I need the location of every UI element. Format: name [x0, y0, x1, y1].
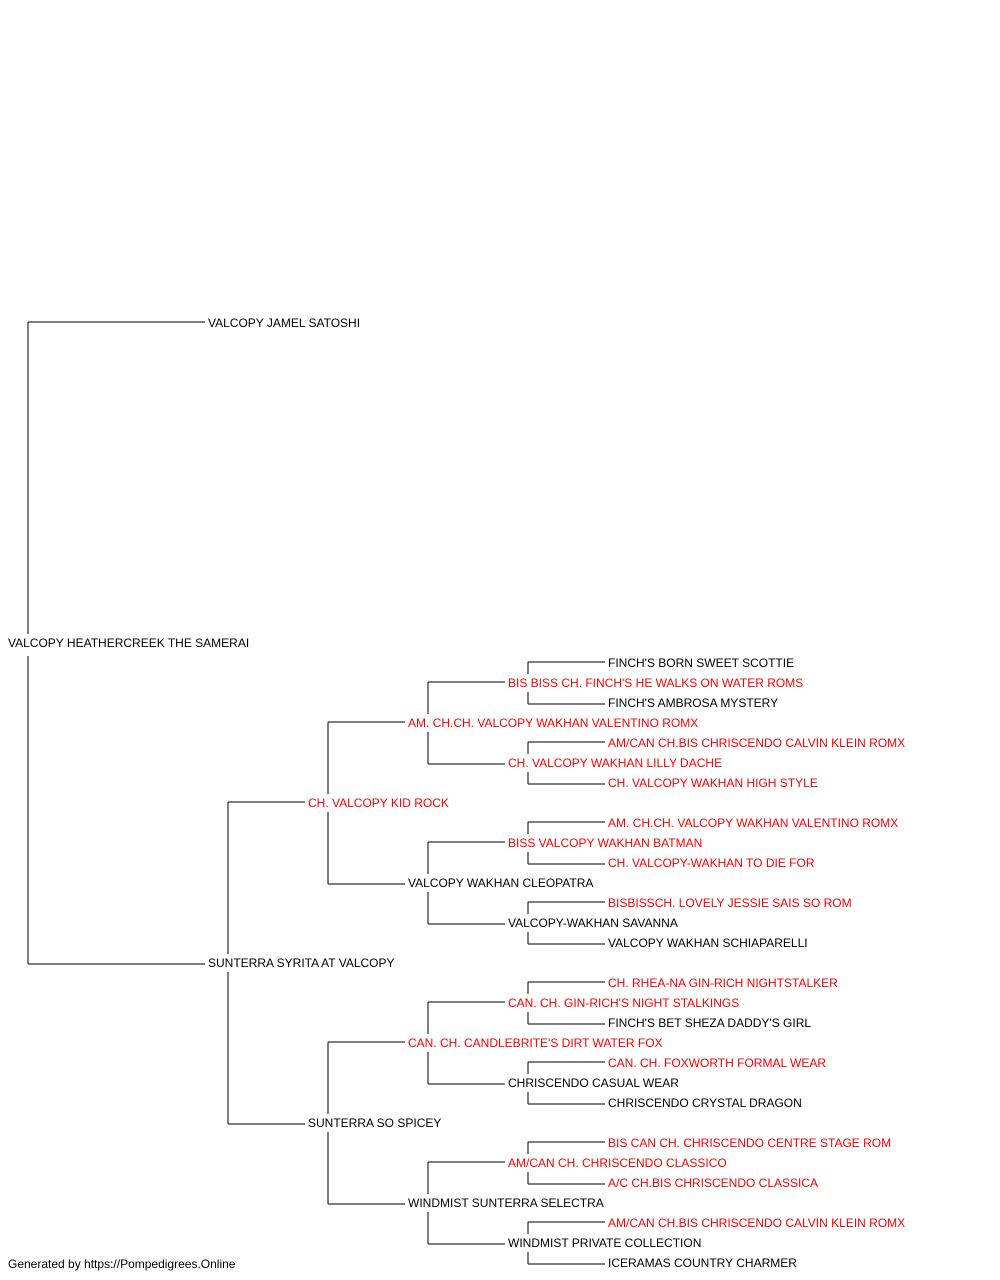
- dam-dam-sire-dam-name: CHRISCENDO CASUAL WEAR: [508, 1076, 679, 1090]
- dam-dam-sire-sire-sire-name: CH. RHEA-NA GIN-RICH NIGHTSTALKER: [608, 976, 838, 990]
- dam-sire-dam-sire-name: BISS VALCOPY WAKHAN BATMAN: [508, 836, 703, 850]
- dam-sire-name: CH. VALCOPY KID ROCK: [308, 796, 449, 810]
- dam-dam-dam-sire-name: AM/CAN CH. CHRISCENDO CLASSICO: [508, 1156, 727, 1170]
- dam-dam-sire-sire-name: CAN. CH. GIN-RICH'S NIGHT STALKINGS: [508, 996, 740, 1010]
- dam-dam-sire-sire-dam-name: FINCH'S BET SHEZA DADDY'S GIRL: [608, 1016, 812, 1030]
- dam-sire-sire-dam-name: CH. VALCOPY WAKHAN LILLY DACHE: [508, 756, 723, 770]
- dam-dam-name: SUNTERRA SO SPICEY: [308, 1116, 442, 1130]
- dam-dam-sire-dam-dam-name: CHRISCENDO CRYSTAL DRAGON: [608, 1096, 802, 1110]
- dam-sire-sire-sire-name: BIS BISS CH. FINCH'S HE WALKS ON WATER R…: [508, 676, 804, 690]
- dam-dam-sire-name: CAN. CH. CANDLEBRITE'S DIRT WATER FOX: [408, 1036, 663, 1050]
- dam-sire-sire-sire-sire-name: FINCH'S BORN SWEET SCOTTIE: [608, 656, 795, 670]
- dam-sire-sire-dam-dam-name: CH. VALCOPY WAKHAN HIGH STYLE: [608, 776, 818, 790]
- subject-dog-name: VALCOPY HEATHERCREEK THE SAMERAI: [8, 636, 250, 650]
- dam-sire-dam-dam-sire-name: BISBISSCH. LOVELY JESSIE SAIS SO ROM: [608, 896, 852, 910]
- dam-sire-dam-name: VALCOPY WAKHAN CLEOPATRA: [408, 876, 594, 890]
- dam-dam-dam-dam-sire-name: AM/CAN CH.BIS CHRISCENDO CALVIN KLEIN RO…: [608, 1216, 906, 1230]
- dam-dam-dam-dam-name: WINDMIST PRIVATE COLLECTION: [508, 1236, 702, 1250]
- dam-dam-dam-name: WINDMIST SUNTERRA SELECTRA: [408, 1196, 604, 1210]
- dam-dam-dam-sire-dam-name: A/C CH.BIS CHRISCENDO CLASSICA: [608, 1176, 819, 1190]
- dam-name: SUNTERRA SYRITA AT VALCOPY: [208, 956, 395, 970]
- sire-name: VALCOPY JAMEL SATOSHI: [208, 316, 361, 330]
- dam-sire-dam-dam-name: VALCOPY-WAKHAN SAVANNA: [508, 916, 678, 930]
- dam-sire-dam-dam-dam-name: VALCOPY WAKHAN SCHIAPARELLI: [608, 936, 808, 950]
- footer-credit: Generated by https://Pompedigrees.Online: [8, 1257, 236, 1271]
- dam-sire-sire-sire-dam-name: FINCH'S AMBROSA MYSTERY: [608, 696, 779, 710]
- dam-dam-dam-dam-dam-name: ICERAMAS COUNTRY CHARMER: [608, 1256, 797, 1270]
- dam-dam-sire-dam-sire-name: CAN. CH. FOXWORTH FORMAL WEAR: [608, 1056, 827, 1070]
- dam-dam-dam-sire-sire-name: BIS CAN CH. CHRISCENDO CENTRE STAGE ROM: [608, 1136, 892, 1150]
- dam-sire-sire-dam-sire-name: AM/CAN CH.BIS CHRISCENDO CALVIN KLEIN RO…: [608, 736, 906, 750]
- dam-sire-dam-sire-dam-name: CH. VALCOPY-WAKHAN TO DIE FOR: [608, 856, 815, 870]
- dam-sire-sire-name: AM. CH.CH. VALCOPY WAKHAN VALENTINO ROMX: [408, 716, 699, 730]
- dam-sire-dam-sire-sire-name: AM. CH.CH. VALCOPY WAKHAN VALENTINO ROMX: [608, 816, 899, 830]
